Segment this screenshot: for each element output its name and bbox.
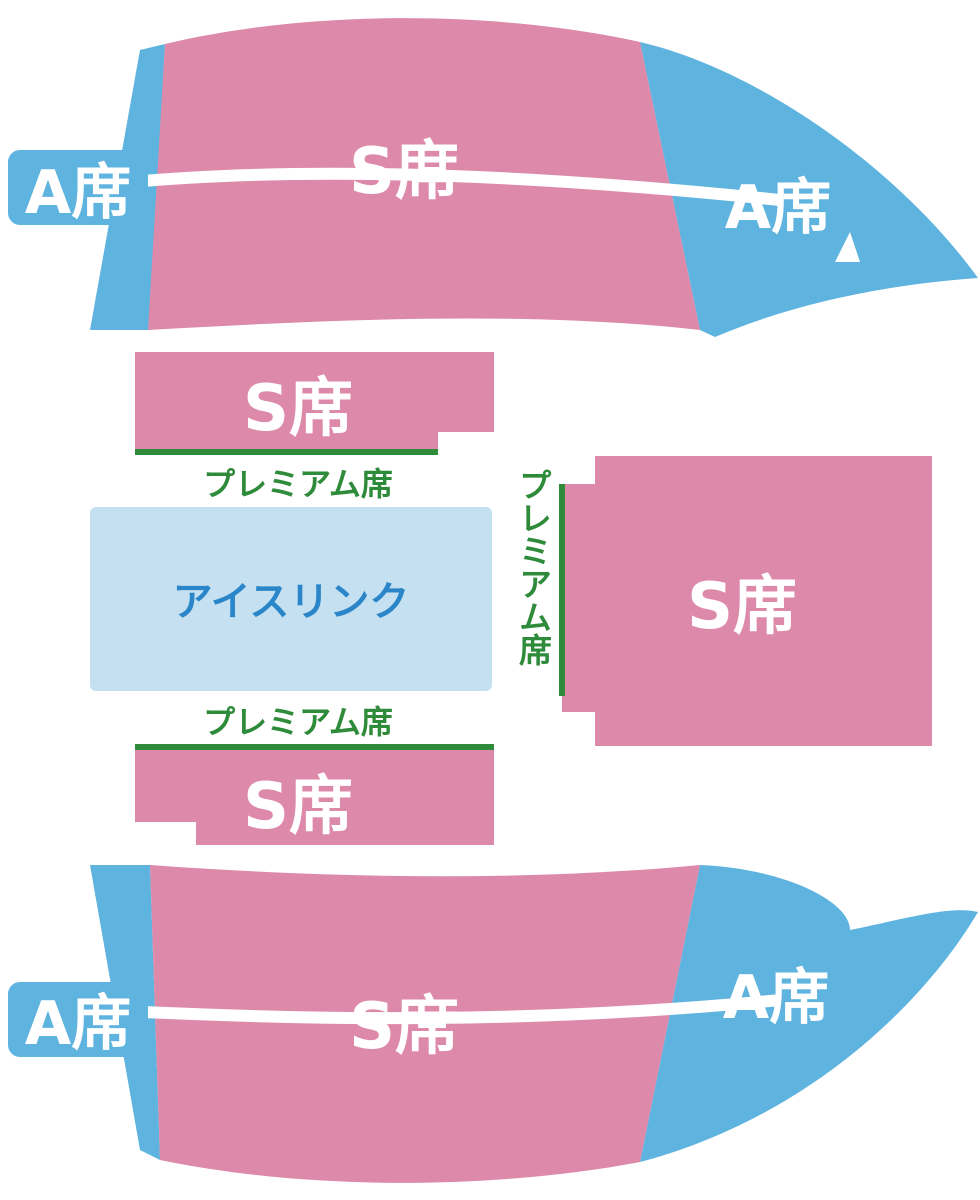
bottom-left-a-label: A席 (25, 989, 131, 1059)
lower-premium-line (135, 744, 494, 750)
bottom-label-line (99, 994, 781, 1025)
bottom-right-a-label: A席 (723, 963, 829, 1033)
side-premium-line (559, 484, 565, 696)
top-seating-block (90, 18, 978, 337)
side-s-seat-section[interactable] (562, 456, 932, 746)
top-center-s-label: S席 (349, 135, 459, 209)
rink-label: アイスリンク (173, 579, 410, 625)
label-bg-bottom-left (8, 982, 148, 1057)
bottom-seating-block (90, 865, 978, 1183)
lower-s-label: S席 (243, 770, 353, 844)
upper-s-seat-section[interactable] (135, 352, 494, 452)
top-label-line (99, 167, 781, 206)
middle-seating-area (90, 352, 932, 845)
top-left-a-label: A席 (25, 158, 131, 228)
ice-rink (90, 507, 492, 691)
upper-premium-label: プレミアム席 (203, 465, 393, 503)
map-labels: A席 S席 A席 S席 プレミアム席 アイスリンク プレミアム席 S席 プレミア… (8, 135, 831, 1064)
label-bg-top-left (8, 150, 148, 225)
top-a-seat-section-right[interactable] (640, 42, 978, 337)
side-premium-label: プレミアム席 (514, 468, 553, 667)
side-s-label: S席 (687, 570, 797, 644)
upper-premium-line (135, 449, 438, 455)
bottom-a-seat-section-right[interactable] (640, 865, 978, 1162)
top-right-a-label: A席 (725, 173, 831, 243)
lower-premium-label: プレミアム席 (203, 703, 393, 741)
top-notch (835, 232, 860, 262)
lower-s-seat-section[interactable] (135, 750, 494, 845)
bottom-center-s-label: S席 (349, 990, 459, 1064)
upper-s-label: S席 (243, 372, 353, 446)
